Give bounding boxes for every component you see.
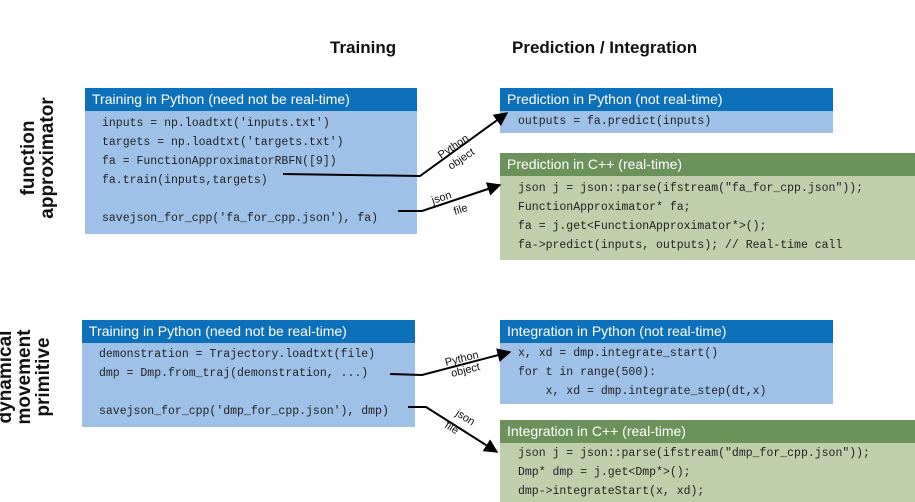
code-line: json j = json::parse(ifstream("dmp_for_c… — [518, 447, 870, 460]
code-line: savejson_for_cpp('fa_for_cpp.json'), fa) — [102, 212, 379, 225]
label-python-object-dmp-2: object — [450, 361, 481, 380]
code-line: x, xd = dmp.integrate_step(dt,x) — [518, 385, 767, 398]
label-python-object-fa-1: Python — [436, 132, 471, 161]
dmp-training-box: Training in Python (need not be real-tim… — [82, 320, 415, 427]
code-line: x, xd = dmp.integrate_start() — [518, 347, 719, 360]
code-line — [99, 383, 415, 402]
code-line: fa = FunctionApproximatorRBFN([9]) — [102, 155, 337, 168]
code-line: fa = j.get<FunctionApproximator*>(); — [518, 220, 767, 233]
dmp-training-code: demonstration = Trajectory.loadtxt(file)… — [82, 343, 415, 427]
code-line: targets = np.loadtxt('targets.txt') — [102, 136, 344, 149]
fa-prediction-python-box: Prediction in Python (not real-time) out… — [500, 88, 833, 133]
label-json-file-dmp-1: json — [453, 407, 477, 428]
row-label-function-approximator: function approximator — [18, 93, 59, 223]
dmp-integration-python-title: Integration in Python (not real-time) — [500, 320, 833, 343]
code-line: fa.train(inputs,targets) — [102, 174, 268, 187]
label-json-file-fa-2: file — [452, 202, 469, 218]
code-line: savejson_for_cpp('dmp_for_cpp.json'), dm… — [99, 405, 389, 418]
row-label-line: approximator — [37, 97, 58, 219]
fa-prediction-cpp-code: json j = json::parse(ifstream("fa_for_cp… — [500, 176, 915, 260]
label-python-object-fa-2: object — [446, 146, 477, 172]
code-line: for t in range(500): — [518, 366, 657, 379]
code-line: fa->predict(inputs, outputs); // Real-ti… — [518, 239, 843, 252]
fa-training-title: Training in Python (need not be real-tim… — [85, 88, 417, 111]
dmp-training-title: Training in Python (need not be real-tim… — [82, 320, 415, 343]
row-label-line: function — [18, 120, 39, 196]
code-line: dmp = Dmp.from_traj(demonstration, ...) — [99, 367, 369, 380]
code-line: Dmp* dmp = j.get<Dmp*>(); — [518, 466, 691, 479]
fa-prediction-cpp-title: Prediction in C++ (real-time) — [500, 153, 915, 176]
column-heading-prediction: Prediction / Integration — [512, 38, 698, 57]
code-line — [102, 190, 417, 209]
row-label-line: dynamical — [0, 330, 16, 424]
dmp-integration-python-box: Integration in Python (not real-time) x,… — [500, 320, 833, 404]
row-label-line: primitive — [33, 337, 54, 417]
dmp-integration-cpp-code: json j = json::parse(ifstream("dmp_for_c… — [500, 443, 915, 502]
fa-prediction-python-code: outputs = fa.predict(inputs) — [500, 111, 833, 133]
label-json-file-dmp-2: file — [442, 419, 460, 437]
fa-prediction-cpp-box: Prediction in C++ (real-time) json j = j… — [500, 153, 915, 260]
code-line: dmp->integrateStart(x, xd); — [518, 485, 705, 498]
dmp-integration-cpp-title: Integration in C++ (real-time) — [500, 420, 915, 443]
dmp-integration-cpp-box: Integration in C++ (real-time) json j = … — [500, 420, 915, 502]
fa-prediction-python-title: Prediction in Python (not real-time) — [500, 88, 833, 111]
column-heading-training: Training — [330, 38, 397, 57]
arrow-dmp-json-to-cpp — [408, 406, 499, 453]
row-label-line: movement — [14, 329, 35, 425]
fa-training-box: Training in Python (need not be real-tim… — [85, 88, 417, 234]
label-python-object-dmp-1: Python — [444, 349, 480, 369]
row-label-dmp: dynamical movement primitive — [0, 327, 54, 427]
fa-training-code: inputs = np.loadtxt('inputs.txt') target… — [85, 111, 417, 234]
code-line: inputs = np.loadtxt('inputs.txt') — [102, 117, 330, 130]
label-json-file-fa-1: json — [429, 189, 453, 207]
code-line: json j = json::parse(ifstream("fa_for_cp… — [518, 182, 864, 195]
dmp-integration-python-code: x, xd = dmp.integrate_start() for t in r… — [500, 343, 833, 404]
code-line: FunctionApproximator* fa; — [518, 201, 691, 214]
code-line: demonstration = Trajectory.loadtxt(file) — [99, 348, 376, 361]
code-line: outputs = fa.predict(inputs) — [518, 115, 712, 128]
